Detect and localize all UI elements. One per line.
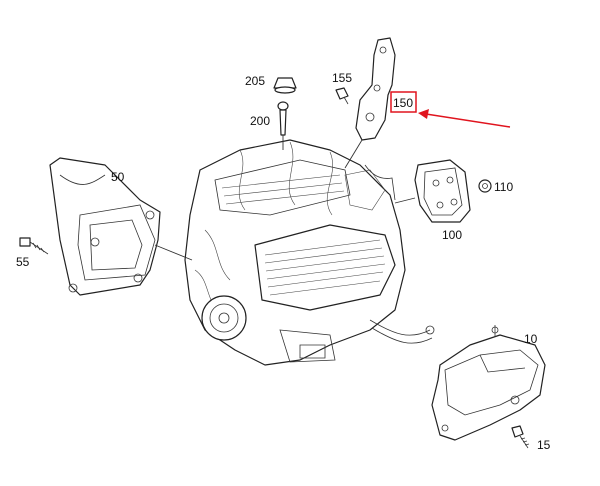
highlight-arrow-head — [418, 109, 429, 119]
stud-205 — [273, 77, 297, 94]
engine-assembly — [184, 139, 435, 366]
callout-155[interactable]: 155 — [332, 71, 352, 85]
callout-110[interactable]: 110 — [494, 180, 513, 194]
callout-150[interactable]: 150 — [393, 96, 413, 110]
stud-200 — [277, 101, 289, 136]
bracket-100 — [414, 159, 471, 223]
bolt-55 — [19, 237, 49, 255]
callout-200[interactable]: 200 — [250, 114, 270, 128]
bracket-50 — [49, 157, 161, 296]
bolt-15 — [511, 425, 530, 449]
nut-110 — [478, 179, 492, 193]
highlight-arrow-shaft — [425, 113, 511, 128]
callout-100[interactable]: 100 — [442, 228, 462, 242]
bracket-150 — [355, 37, 396, 141]
callout-15[interactable]: 15 — [537, 438, 551, 452]
highlight-150 — [390, 91, 511, 128]
highlight-box — [390, 91, 417, 113]
callout-10[interactable]: 10 — [524, 332, 538, 346]
mount-10 — [431, 325, 546, 441]
bolt-155 — [335, 87, 349, 105]
callout-205[interactable]: 205 — [245, 74, 265, 88]
callout-50[interactable]: 50 — [111, 170, 125, 184]
callout-55[interactable]: 55 — [16, 255, 30, 269]
